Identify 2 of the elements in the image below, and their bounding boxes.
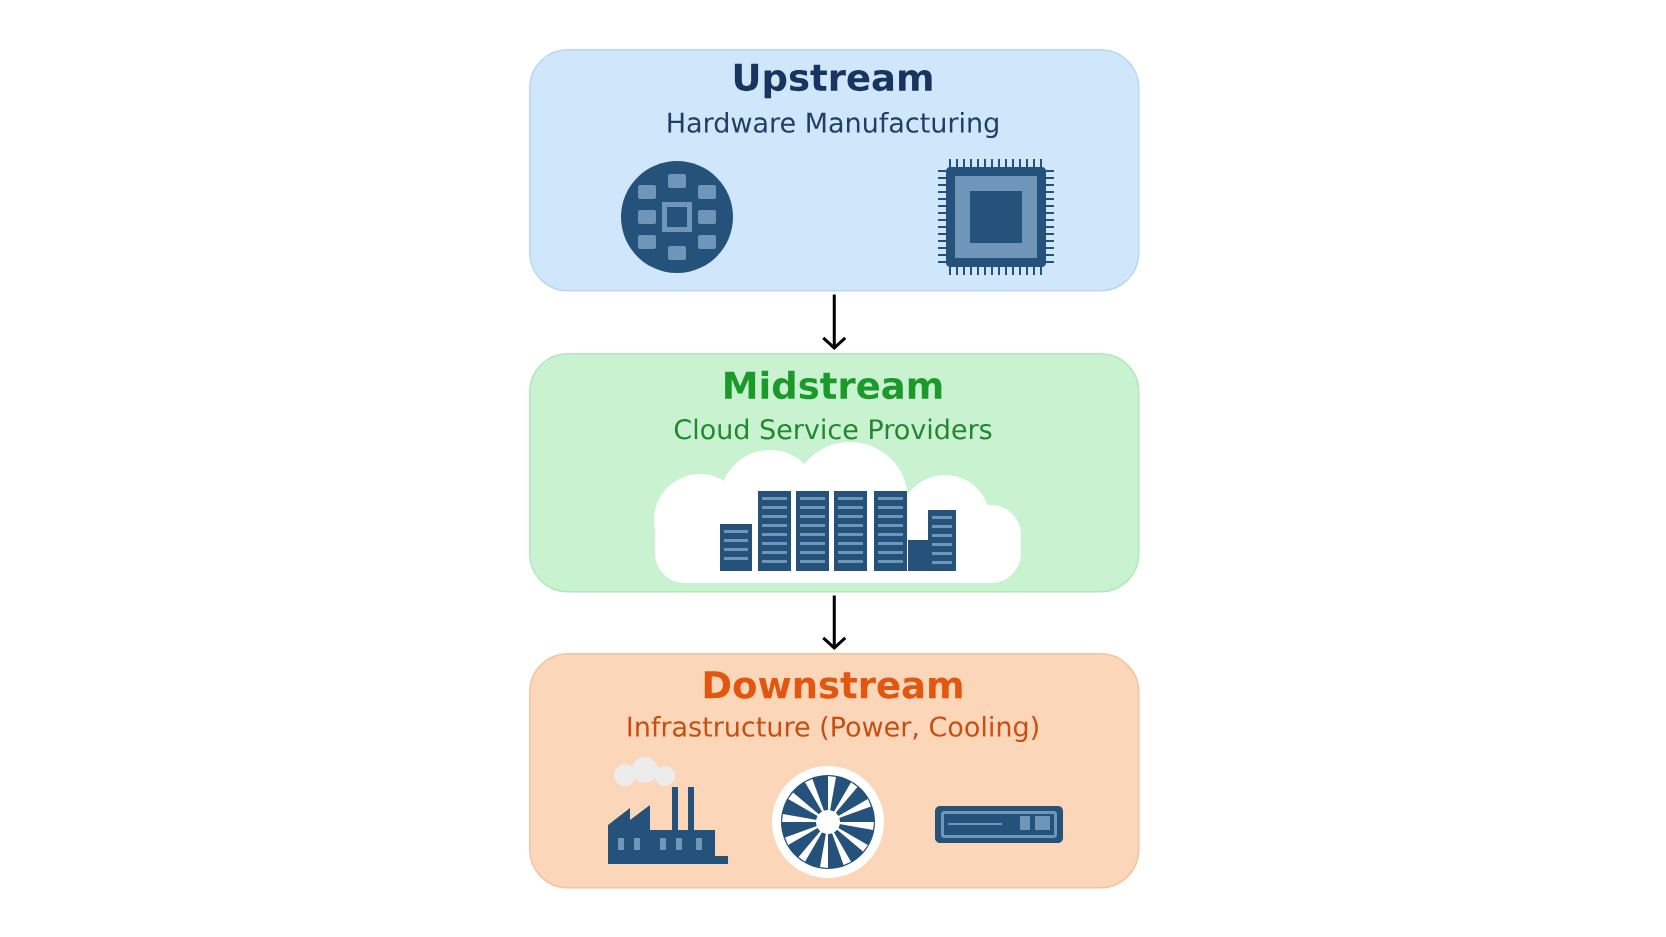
arrow bbox=[822, 595, 847, 650]
arrow bbox=[822, 294, 847, 350]
